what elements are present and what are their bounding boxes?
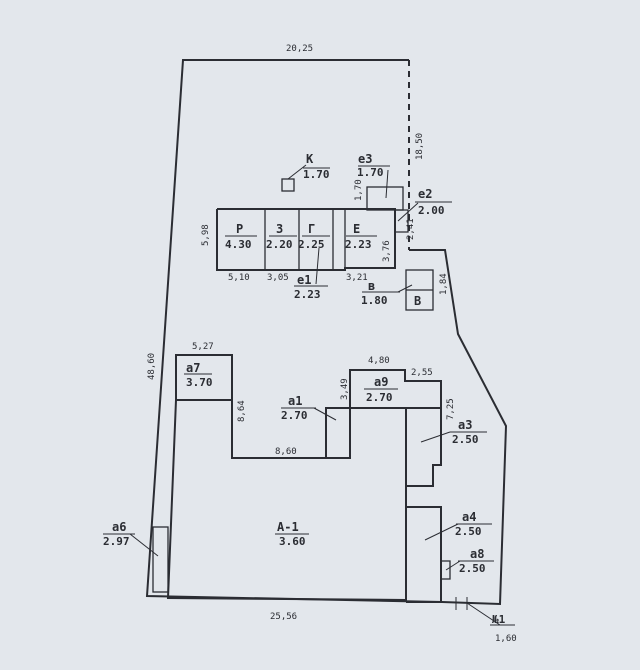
building-K-value: 1.70 (303, 168, 330, 181)
dim-1-84: 1,84 (439, 273, 449, 295)
dim-2-41: 2,41 (406, 218, 416, 240)
dim-top: 20,25 (286, 44, 313, 54)
dim-2-55: 2,55 (411, 368, 433, 378)
dim-left: 48,60 (147, 353, 157, 380)
plot-boundary (145, 59, 508, 606)
dim-5-10: 5,10 (228, 273, 250, 283)
dim-gate: 1,60 (495, 634, 517, 644)
room-G-value: 2.25 (298, 238, 325, 251)
dim-3-05: 3,05 (267, 273, 289, 283)
building-a4-value: 2.50 (455, 525, 482, 538)
building-a9-label: а9 (374, 375, 388, 389)
room-E-value: 2.23 (345, 238, 372, 251)
building-K-square (281, 178, 295, 192)
building-A1-label: А-1 (277, 520, 299, 534)
room-E-label: Е (353, 222, 360, 236)
building-v-value: 1.80 (361, 294, 388, 307)
room-Z-label: З (276, 222, 283, 236)
building-a7-value: 3.70 (186, 376, 213, 389)
building-e1-value: 2.23 (294, 288, 321, 301)
dim-5-98: 5,98 (201, 224, 211, 246)
building-a7-label: а7 (186, 361, 200, 375)
building-a3-label: а3 (458, 418, 472, 432)
building-K-label: К (306, 152, 314, 166)
building-a1-label: а1 (288, 394, 302, 408)
dim-3-76: 3,76 (382, 240, 392, 262)
building-e3-outline (366, 186, 404, 211)
building-e3-value: 1.70 (357, 166, 384, 179)
building-a9-value: 2.70 (366, 391, 393, 404)
dim-3-49: 3,49 (340, 378, 350, 400)
gate-label: №1 (492, 613, 506, 626)
dim-4-80: 4,80 (368, 356, 390, 366)
room-Z-value: 2.20 (266, 238, 293, 251)
building-e3-label: е3 (358, 152, 372, 166)
building-e1-label: е1 (297, 273, 311, 287)
room-P-value: 4.30 (225, 238, 252, 251)
building-a4-outline (406, 506, 442, 603)
dim-1-70: 1,70 (354, 179, 364, 201)
dim-8-60: 8,60 (275, 447, 297, 457)
building-a4-label: а4 (462, 510, 476, 524)
dim-bottom: 25,56 (270, 612, 297, 622)
building-a6-outline (152, 526, 169, 593)
building-V-label: В (414, 294, 421, 308)
building-A1-value: 3.60 (279, 535, 306, 548)
building-a3-outline (406, 407, 442, 487)
dim-8-64: 8,64 (237, 400, 247, 422)
room-P-label: Р (236, 222, 243, 236)
building-a1-outline (325, 407, 351, 459)
dim-5-27: 5,27 (192, 342, 214, 352)
building-a1-value: 2.70 (281, 409, 308, 422)
gate-marker (455, 597, 515, 626)
building-a6-value: 2.97 (103, 535, 130, 548)
building-a6-label: а6 (112, 520, 126, 534)
building-e2-value: 2.00 (418, 204, 445, 217)
building-a8-value: 2.50 (459, 562, 486, 575)
building-e2-label: е2 (418, 187, 432, 201)
building-v-label: в (368, 279, 375, 293)
dim-7-25: 7,25 (446, 398, 456, 420)
building-a8-outline (440, 560, 451, 580)
building-A1-outline (166, 399, 407, 602)
dim-3-21: 3,21 (346, 273, 368, 283)
building-a8-label: а8 (470, 547, 484, 561)
house-block (216, 208, 396, 271)
room-G-label: Г (308, 222, 315, 236)
building-a3-value: 2.50 (452, 433, 479, 446)
dim-right-upper: 18,50 (415, 133, 425, 160)
